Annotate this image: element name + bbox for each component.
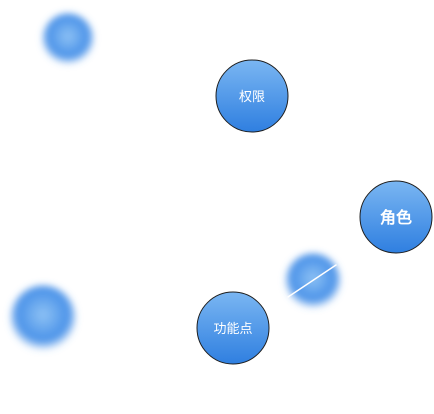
node-permission[interactable]: 权限: [215, 59, 289, 133]
link-highlight: [287, 264, 337, 298]
node-function-point-circle[interactable]: [196, 291, 270, 365]
solid-nodes: 权限 角色 功能点: [196, 59, 433, 365]
node-role-label: 角色: [380, 208, 412, 227]
node-role-circle[interactable]: [359, 180, 433, 254]
node-role[interactable]: 角色: [359, 180, 433, 254]
ghost-nodes: [10, 13, 341, 351]
ghost-node-top-left[interactable]: [42, 13, 94, 65]
ghost-node-bottom-left[interactable]: [10, 285, 76, 351]
node-permission-label: 权限: [239, 89, 265, 105]
node-permission-circle[interactable]: [215, 59, 289, 133]
node-function-point-label: 功能点: [213, 322, 252, 337]
node-function-point[interactable]: 功能点: [196, 291, 270, 365]
